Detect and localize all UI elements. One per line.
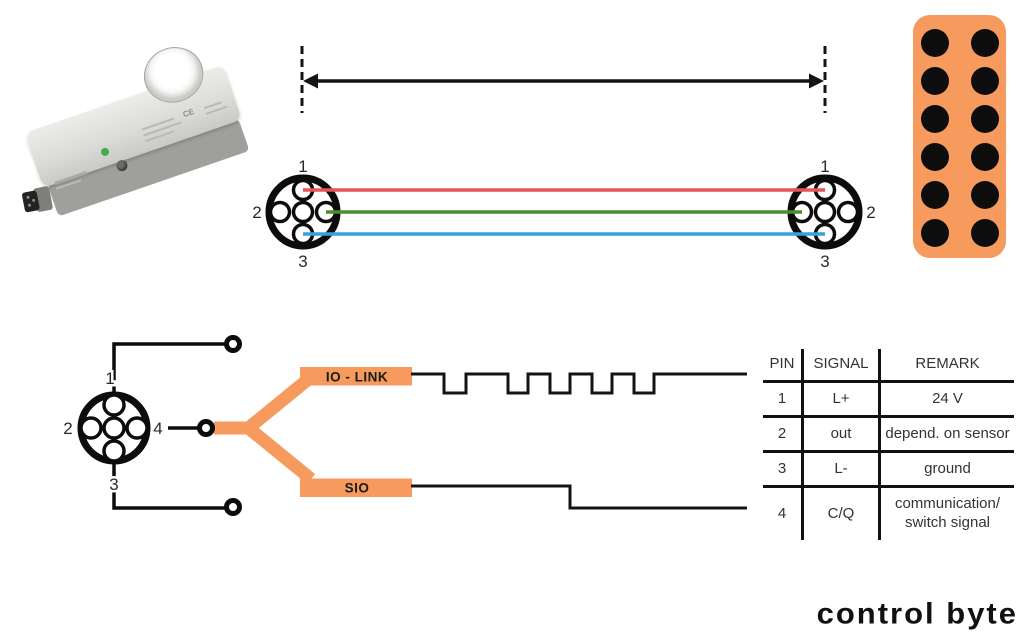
sio-label: SIO: [345, 481, 370, 496]
port-hole: [920, 29, 949, 57]
lead-pin1: [112, 342, 225, 392]
split-branch-up: [241, 371, 316, 436]
control-byte-logo: control byte: [816, 596, 1018, 631]
pin-1: [102, 393, 126, 417]
plug-pin-label-2: 2: [63, 419, 72, 438]
dimension-indicator: [300, 46, 827, 113]
pin-table: PIN SIGNAL REMARK 1 L+ 24 V 2 out depend…: [763, 349, 1017, 540]
table-cell-remark: 24 V: [881, 383, 1014, 418]
table-cell-signal: L-: [804, 453, 881, 488]
cable-connector-right: [787, 174, 863, 250]
port-hole: [970, 29, 999, 57]
pin-center: [813, 200, 837, 224]
table-cell-signal: C/Q: [804, 488, 881, 540]
plug-pin-label-1: 1: [105, 369, 114, 388]
port-hole: [970, 219, 999, 247]
plug-connector: [77, 391, 151, 465]
plug-pin-label-4: 4: [153, 419, 162, 438]
plug-wiring-lines: [112, 342, 225, 510]
port-hole: [970, 143, 999, 171]
terminal-ring-bottom: [224, 498, 242, 516]
left-pin-label-2: 2: [252, 203, 261, 222]
pin-2: [268, 200, 292, 224]
sio-bar: [300, 478, 412, 497]
pin-4: [125, 416, 149, 440]
table-cell-remark: depend. on sensor: [881, 418, 1014, 453]
table-cell-pin: 1: [763, 383, 804, 418]
table-header-signal: SIGNAL: [804, 349, 881, 383]
port-hole: [970, 181, 999, 209]
arrow-head-right-icon: [809, 73, 824, 89]
table-header-remark: REMARK: [881, 349, 1014, 383]
pin-3: [102, 439, 126, 463]
lead-pin3: [112, 464, 225, 510]
io-link-waveform: [411, 372, 747, 395]
table-cell-remark: ground: [881, 453, 1014, 488]
left-pin-label-1: 1: [298, 157, 307, 176]
plug-pin-label-3: 3: [109, 475, 118, 494]
port-hole: [970, 67, 999, 95]
pin-2: [79, 416, 103, 440]
terminal-ring-top: [224, 335, 242, 353]
terminal-ring-middle: [197, 419, 215, 437]
table-cell-signal: out: [804, 418, 881, 453]
pin-center: [102, 416, 126, 440]
port-hole: [920, 181, 949, 209]
right-pin-label-1: 1: [820, 157, 829, 176]
right-pin-label-2: 2: [866, 203, 875, 222]
io-link-label: IO - LINK: [326, 370, 388, 385]
port-hole: [920, 105, 949, 133]
table-cell-pin: 3: [763, 453, 804, 488]
m12-distributor-block: [913, 15, 1006, 258]
mode-split: IO - LINK SIO: [214, 367, 412, 497]
left-pin-label-3: 3: [298, 252, 307, 271]
terminal-rings: [197, 335, 242, 516]
port-hole: [970, 105, 999, 133]
right-pin-label-3: 3: [820, 252, 829, 271]
split-branch-down: [241, 420, 316, 485]
table-cell-signal: L+: [804, 383, 881, 418]
io-link-bar: [300, 367, 412, 386]
table-header-pin: PIN: [763, 349, 804, 383]
port-hole: [920, 219, 949, 247]
table-cell-remark: communication/ switch signal: [894, 495, 1001, 531]
table-cell-pin: 4: [763, 488, 804, 540]
pin-4: [836, 200, 860, 224]
sio-waveform: [411, 484, 747, 510]
table-cell-pin: 2: [763, 418, 804, 453]
port-hole: [920, 67, 949, 95]
pin-center: [291, 200, 315, 224]
arrow-head-left-icon: [303, 73, 318, 89]
port-hole: [920, 143, 949, 171]
